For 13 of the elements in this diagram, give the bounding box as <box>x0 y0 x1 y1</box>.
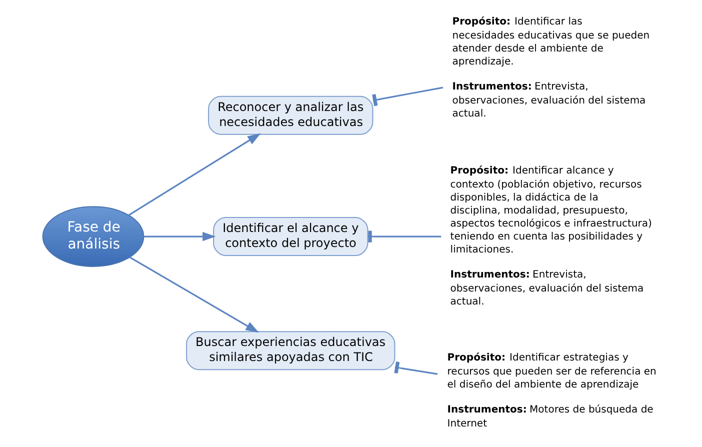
node-text: Propósito: Identificar alcance y contexto (población objetivo, recursos disponibles, la didáctica de la disciplina, modalidad, presupuesto, aspectos tecnológicos e infraestructura) teniendo en cuenta las posibilidades y limitaciones. Instrumentos: Entrevista, observaciones, evaluación del sistema actual. <box>450 165 652 308</box>
node-text: Propósito: Identificar estrategias y recursos que pueden ser de referencia en el diseño del ambiente de aprendizaje Instrumentos: Motores de búsqueda de Internet <box>447 352 656 430</box>
arrow <box>144 232 216 242</box>
node-ellipse: Fase de análisis <box>42 206 144 267</box>
node-text: Propósito: Identificar las necesidades educativas que se pueden atender desde el ambiente de aprendizaje. Instrumentos: Entrevista, observaciones, evaluación del sistema actual. <box>452 16 650 120</box>
arrow <box>129 256 259 333</box>
connector <box>372 86 444 106</box>
connector <box>394 362 438 375</box>
node-box: Reconocer y analizar las necesidades educativas <box>208 96 374 135</box>
node-box: Buscar experiencias educativas similares apoyadas con TIC <box>186 331 396 370</box>
connector <box>368 230 442 242</box>
arrow <box>128 133 261 216</box>
node-box: Identificar el alcance y contexto del proyecto <box>213 217 368 256</box>
